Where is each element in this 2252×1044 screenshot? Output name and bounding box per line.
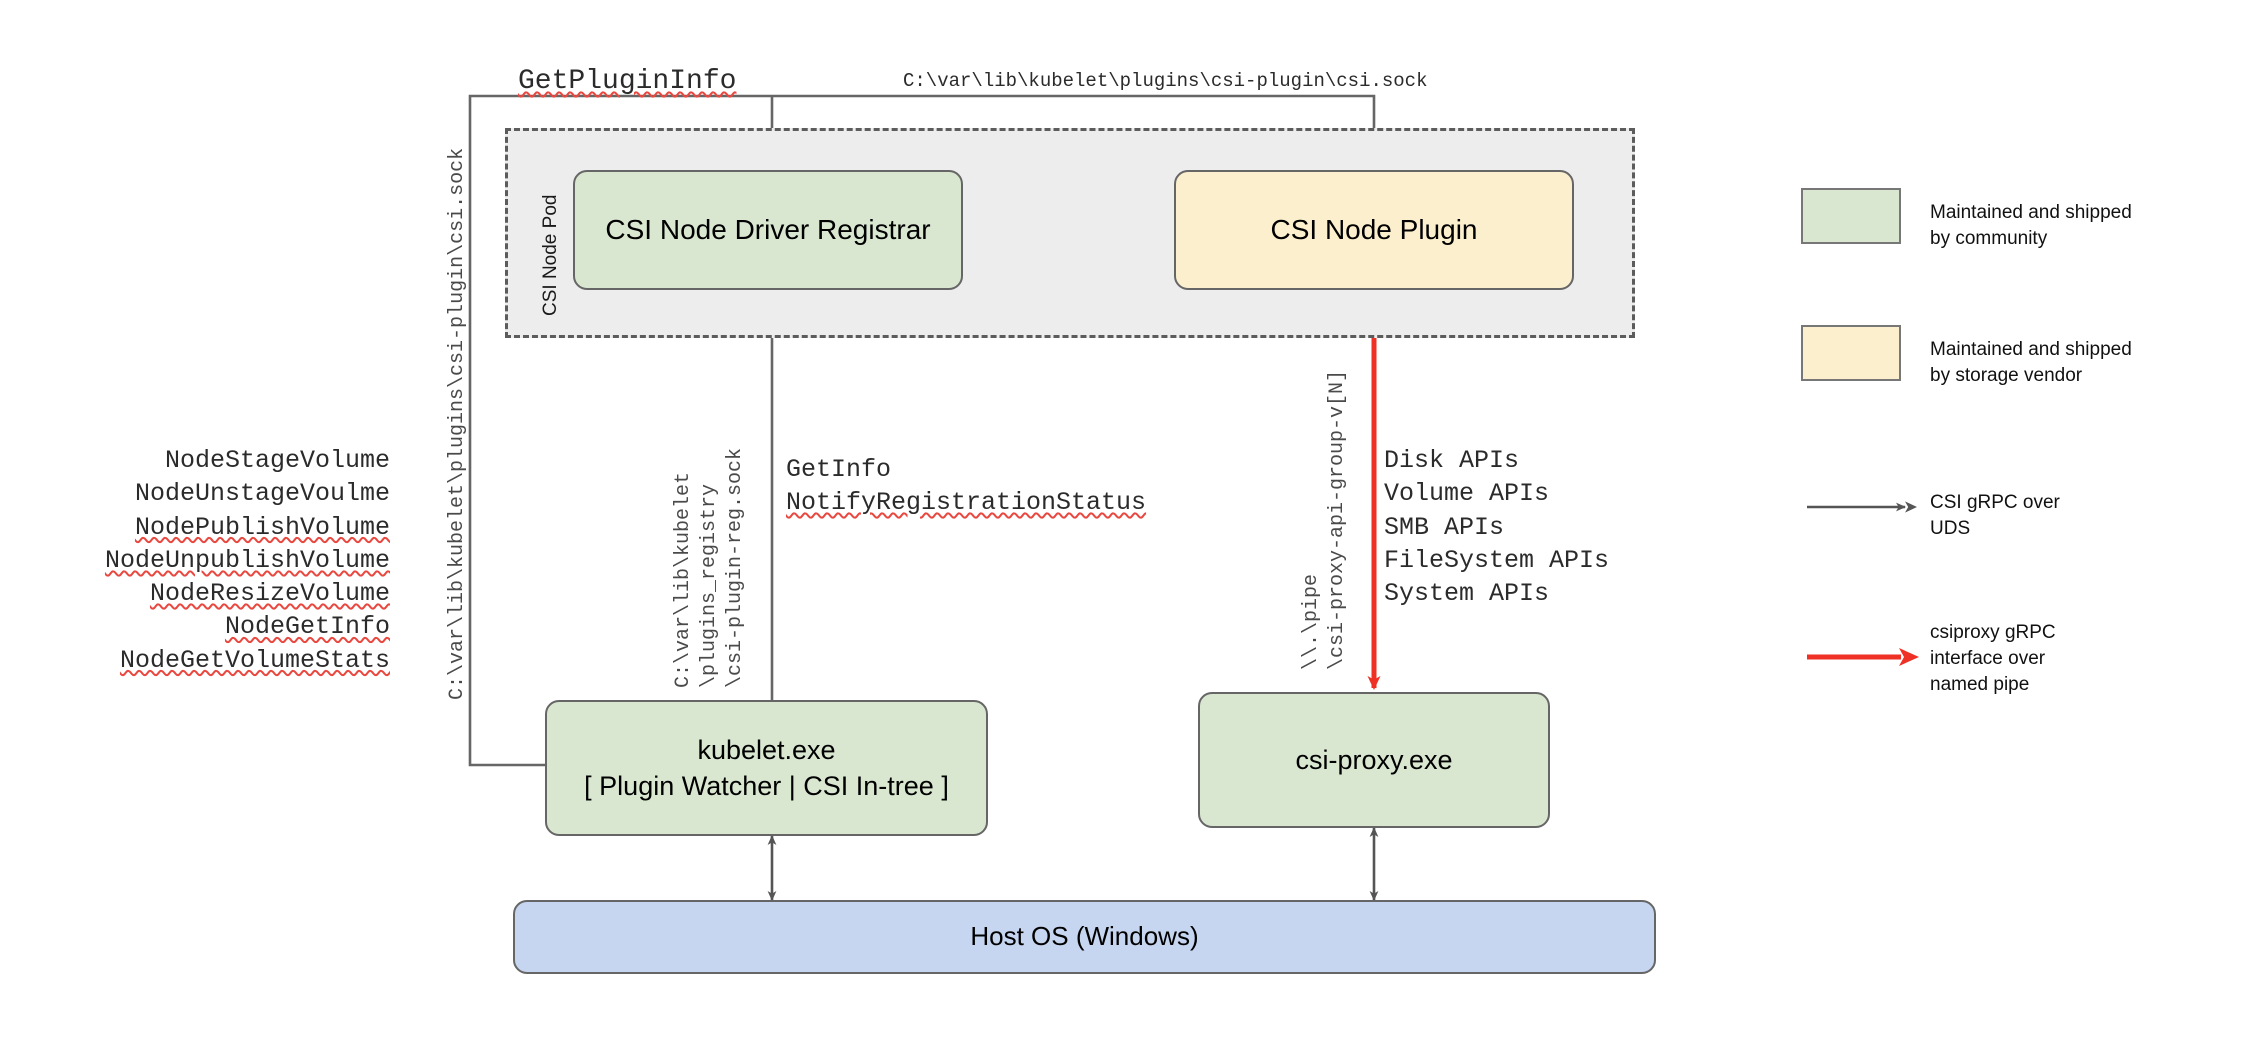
label-registry-sock-line2: \plugins_registry bbox=[698, 483, 721, 688]
legend-swatch-community bbox=[1801, 188, 1901, 244]
list-item: System APIs bbox=[1384, 579, 1550, 608]
legend-label-storage-vendor: Maintained and shipped by storage vendor bbox=[1930, 337, 2132, 389]
node-csi-node-plugin[interactable]: CSI Node Plugin bbox=[1174, 170, 1574, 290]
kubelet-title: kubelet.exe bbox=[697, 734, 836, 765]
legend-line: named pipe bbox=[1930, 674, 2030, 696]
proxy-api-group-list: Disk APIs Volume APIs SMB APIs FileSyste… bbox=[1384, 444, 1609, 610]
node-label: csi-proxy.exe bbox=[1295, 744, 1453, 775]
node-label: Host OS (Windows) bbox=[970, 921, 1199, 952]
node-service-call-list: NodeStageVolume NodeUnstageVoulme NodePu… bbox=[80, 444, 390, 677]
legend-line: UDS bbox=[1930, 518, 1971, 540]
label-csi-sock-path-left: C:\var\lib\kubelet\plugins\csi-plugin\cs… bbox=[446, 147, 469, 700]
list-item: Volume APIs bbox=[1384, 479, 1550, 509]
list-item: NodeResizeVolume bbox=[149, 579, 390, 608]
legend-line: CSI gRPC over bbox=[1930, 492, 2060, 513]
node-kubelet-exe[interactable]: kubelet.exe [ Plugin Watcher | CSI In-tr… bbox=[545, 700, 988, 836]
kubelet-subtitle: [ Plugin Watcher | CSI In-tree ] bbox=[584, 771, 949, 801]
label-csi-sock-path-top: C:\var\lib\kubelet\plugins\csi-plugin\cs… bbox=[903, 70, 1428, 92]
node-label: CSI Node Driver Registrar bbox=[605, 214, 931, 246]
legend-label-csi-grpc-uds: CSI gRPC over UDS bbox=[1930, 490, 2060, 542]
node-csi-node-driver-registrar[interactable]: CSI Node Driver Registrar bbox=[573, 170, 963, 290]
legend-arrow-csiproxy-namedpipe-icon bbox=[1807, 648, 1919, 666]
legend-line: by community bbox=[1930, 228, 2048, 250]
node-csi-proxy-exe[interactable]: csi-proxy.exe bbox=[1198, 692, 1550, 828]
list-item: NodeStageVolume bbox=[164, 446, 390, 475]
label-notify-registration-status: NotifyRegistrationStatus bbox=[786, 488, 1147, 517]
legend-label-community: Maintained and shipped by community bbox=[1930, 200, 2132, 252]
list-item: NodeUnstageVoulme bbox=[134, 479, 390, 509]
list-item: NodePublishVolume bbox=[134, 512, 390, 542]
legend-label-csiproxy-namedpipe: csiproxy gRPC interface over named pipe bbox=[1930, 620, 2056, 699]
legend-line: interface over bbox=[1930, 648, 2046, 670]
legend-swatch-storage-vendor bbox=[1801, 325, 1901, 381]
label-get-plugin-info: GetPluginInfo bbox=[518, 66, 737, 97]
label-named-pipe-line2: \csi-proxy-api-group-v[N] bbox=[1326, 369, 1349, 670]
list-item: SMB APIs bbox=[1384, 512, 1505, 542]
csi-node-pod-label: CSI Node Pod bbox=[540, 194, 561, 316]
legend-arrow-csi-grpc-uds-icon bbox=[1807, 501, 1917, 513]
list-item: NodeUnpublishVolume bbox=[104, 545, 390, 575]
list-item: NodeGetInfo bbox=[224, 612, 390, 642]
list-item: Disk APIs bbox=[1384, 446, 1520, 475]
list-item: NodeGetVolumeStats bbox=[119, 645, 390, 675]
list-item: FileSystem APIs bbox=[1384, 545, 1610, 575]
label-get-info: GetInfo bbox=[786, 455, 892, 484]
legend-line: Maintained and shipped bbox=[1930, 202, 2132, 223]
legend-line: by storage vendor bbox=[1930, 365, 2083, 387]
label-named-pipe-line1: \\.\pipe bbox=[1300, 573, 1323, 670]
label-registry-sock-line3: \csi-plugin-reg.sock bbox=[724, 447, 747, 688]
label-registry-sock-line1: C:\var\lib\kubelet bbox=[672, 471, 695, 688]
legend-line: Maintained and shipped bbox=[1930, 339, 2132, 360]
node-label: CSI Node Plugin bbox=[1270, 214, 1478, 246]
legend-line: csiproxy gRPC bbox=[1930, 622, 2056, 643]
node-host-os[interactable]: Host OS (Windows) bbox=[513, 900, 1656, 974]
